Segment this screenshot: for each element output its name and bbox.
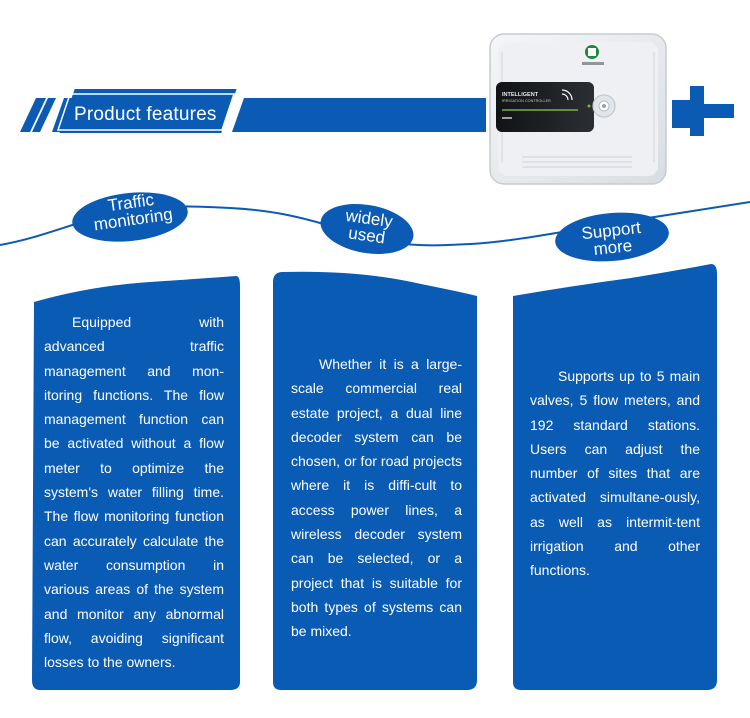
badge-bg-3: [555, 212, 669, 262]
controller-device-image: INTELLIGENT IRRIGATION CONTROLLER: [489, 33, 667, 185]
card-2-text: Whether it is a large-scale commercial r…: [291, 356, 462, 640]
card-3-text: Supports up to 5 main valves, 5 flow met…: [530, 368, 700, 579]
card-1-background: [32, 276, 240, 690]
card-3-background: [513, 264, 717, 690]
card-2-background: [273, 271, 477, 690]
section-title: Product features: [74, 104, 217, 125]
screen-line1: INTELLIGENT: [502, 92, 539, 98]
header-banner: [20, 86, 734, 136]
wifi-icon: [561, 89, 573, 101]
badge-bg-1: [72, 192, 188, 242]
wave-divider: [0, 192, 750, 262]
card-1-text: Equipped with advanced traffic managemen…: [44, 314, 224, 671]
badge-bg-2: [320, 203, 414, 255]
brand-logo-icon: [582, 45, 604, 65]
screen-line2: IRRIGATION CONTROLLER: [502, 99, 551, 103]
